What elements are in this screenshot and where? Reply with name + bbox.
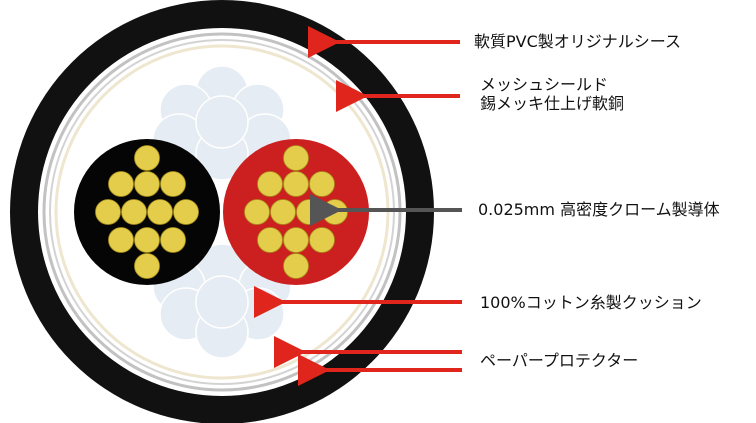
annotation-arrows (254, 26, 462, 386)
label-shield-line2: 錫メッキ仕上げ軟銅 (480, 94, 625, 113)
label-shield-line1: メッシュシールド (480, 75, 609, 94)
label-sheath: 軟質PVC製オリジナルシース (474, 32, 681, 51)
conductor-core-red (223, 139, 369, 285)
conductor-core-black (74, 139, 220, 285)
label-paper: ペーパープロテクター (480, 351, 639, 370)
label-conductor: 0.025mm 高密度クローム製導体 (478, 200, 720, 219)
label-cushion: 100%コットン糸製クッション (480, 293, 702, 312)
